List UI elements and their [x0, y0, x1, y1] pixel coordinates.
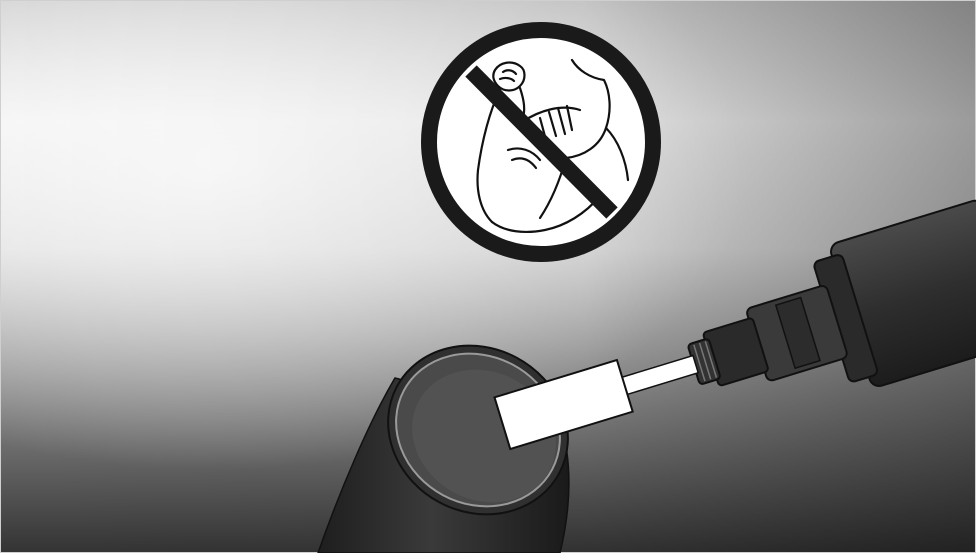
no-excessive-force-icon — [429, 30, 653, 254]
